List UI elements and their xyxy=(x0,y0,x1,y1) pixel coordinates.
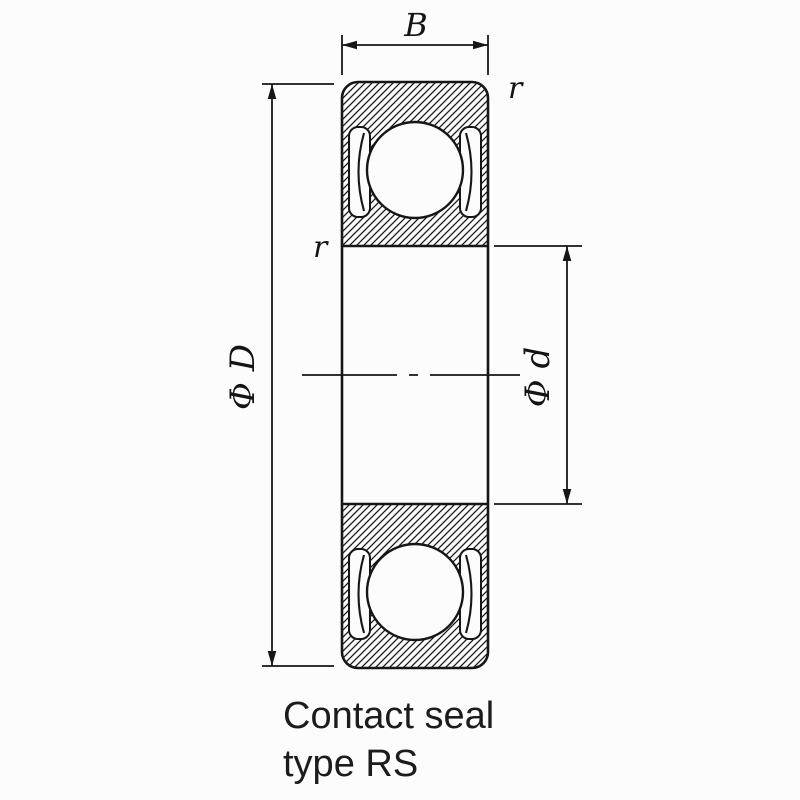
arrowhead-B-right xyxy=(473,40,488,50)
dimension-outer-diameter xyxy=(262,83,334,667)
width-dimension-label: B xyxy=(403,6,428,44)
bore-diameter-label: Φ d xyxy=(518,347,558,407)
corner-radius-label-inner: r xyxy=(313,230,329,265)
seal-lip-right-top xyxy=(464,132,473,212)
seal-lip-left-top xyxy=(357,132,366,212)
caption-line-1: Contact seal xyxy=(283,695,494,737)
bearing-body xyxy=(340,80,490,670)
seal-lip-right-bottom xyxy=(464,554,473,634)
arrowhead-d-bottom xyxy=(562,489,572,504)
arrowhead-D-bottom xyxy=(267,651,277,666)
seal-lip-left-bottom xyxy=(357,554,366,634)
arrowhead-d-top xyxy=(562,246,572,261)
caption-line-2: type RS xyxy=(283,743,418,785)
outer-diameter-label: Φ D xyxy=(223,344,263,410)
arrowhead-D-top xyxy=(267,84,277,99)
dimension-width-B xyxy=(341,35,489,75)
dimension-bore-diameter xyxy=(494,245,582,505)
ball-top xyxy=(365,120,465,220)
corner-radius-label-outer: r xyxy=(508,71,524,106)
arrowhead-B-left xyxy=(342,40,357,50)
ball-bottom xyxy=(365,542,465,642)
